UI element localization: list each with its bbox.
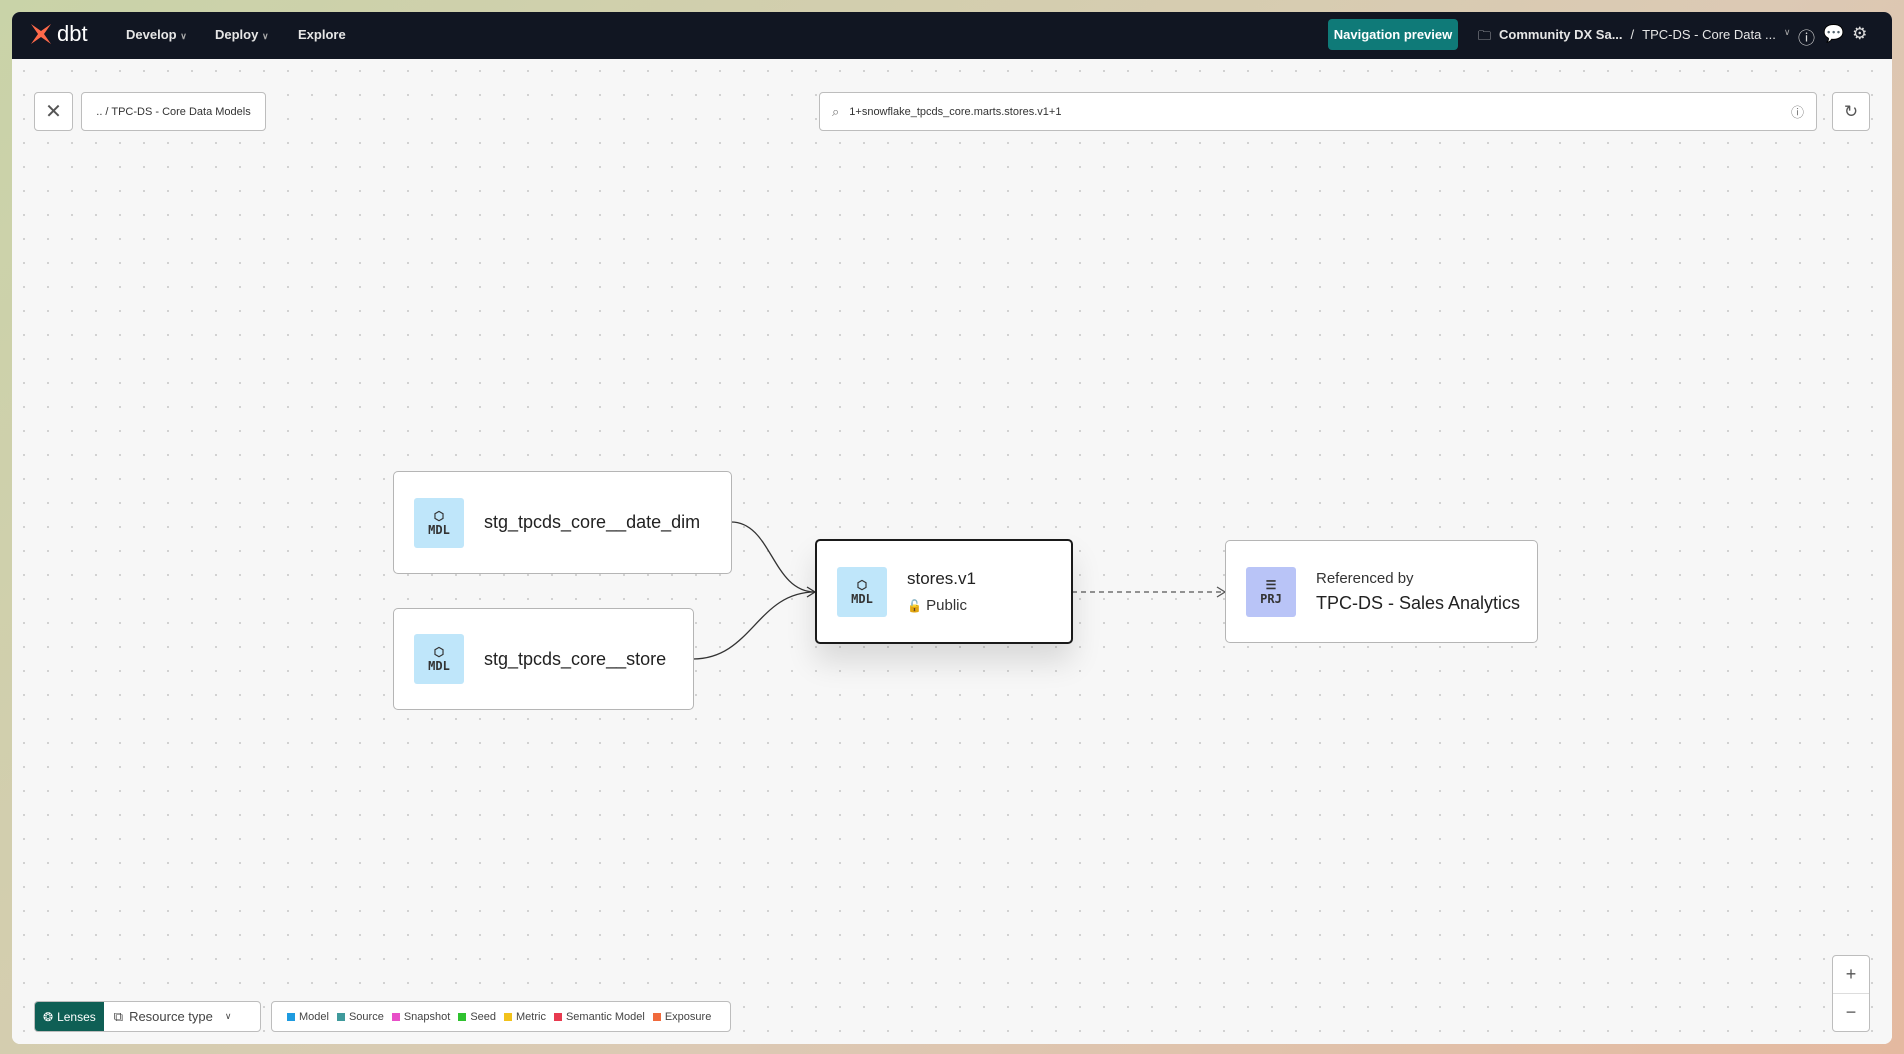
legend-swatch [553,1012,562,1021]
model-badge: ⬡MDL [414,634,464,684]
badge-label: MDL [428,659,450,673]
legend-label: Exposure [664,1010,712,1023]
legend-label: Metric [516,1010,546,1023]
legend-label: Source [348,1010,384,1023]
refresh-button[interactable]: ↻ [1832,92,1870,131]
hierarchy-icon: ⧉ [113,1008,124,1024]
node-stg-date-dim[interactable]: ⬡MDL stg_tpcds_core__date_dim [393,471,732,574]
close-button[interactable]: ✕ [34,92,73,131]
breadcrumb-separator: / [1630,27,1635,42]
node-referenced-project[interactable]: ☰PRJ Referenced by TPC-DS - Sales Analyt… [1225,540,1538,643]
node-name: TPC-DS - Sales Analytics [1316,592,1521,613]
logo-text: dbt [57,21,88,46]
chevron-down-icon: ∨ [261,31,269,41]
cube-icon: ⬡ [433,645,445,659]
stack-icon: ☰ [1265,577,1277,592]
legend-label: Seed [470,1010,497,1023]
folder-icon: 🗀 [1478,28,1492,43]
legend-model: Model [287,1011,329,1023]
legend-swatch [287,1012,295,1021]
badge-label: PRJ [1260,591,1282,606]
chevron-down-icon: ∨ [1783,27,1791,37]
refresh-icon: ↻ [1843,101,1859,121]
zoom-controls: + − [1832,955,1870,1032]
legend-snapshot: Snapshot [391,1010,451,1023]
legend-seed: Seed [458,1011,496,1023]
breadcrumb-button[interactable]: .. / TPC-DS - Core Data Models [81,92,266,131]
badge-label: MDL [851,591,873,606]
dbt-logo[interactable]: dbt [28,21,88,47]
node-name: stg_tpcds_core__date_dim [484,512,701,532]
referenced-by-label: Referenced by [1316,569,1414,587]
lineage-canvas[interactable]: ✕ .. / TPC-DS - Core Data Models ⌕ 1+sno… [12,59,1892,1044]
nav-explore[interactable]: Explore [298,27,346,42]
app-window: dbt Develop ∨ Deploy ∨ Explore Navigatio… [12,12,1892,1044]
legend-swatch [336,1012,345,1021]
info-icon[interactable]: ⓘ [1790,105,1804,120]
cube-icon: ⬡ [856,577,868,592]
legend-metric: Metric [504,1011,546,1023]
legend-label: Semantic Model [565,1010,645,1023]
edge-store-to-stores [692,591,816,660]
chevron-down-icon: ∨ [180,31,187,41]
search-value: 1+snowflake_tpcds_core.marts.stores.v1+1 [849,105,1062,118]
legend-label: Model [299,1010,329,1023]
search-icon: ⌕ [832,103,840,119]
node-stg-store[interactable]: ⬡MDL stg_tpcds_core__store [393,608,694,710]
navigation-preview-button[interactable]: Navigation preview [1328,19,1458,50]
lenses-control: ❂Lenses ⧉ Resource type ∨ [34,1001,261,1032]
lenses-label: Lenses [57,1009,96,1024]
selector-search-input[interactable]: ⌕ 1+snowflake_tpcds_core.marts.stores.v1… [819,92,1817,131]
legend-swatch [458,1012,467,1021]
close-icon: ✕ [45,101,62,123]
node-name: stg_tpcds_core__store [484,648,667,669]
gear-icon[interactable]: ⚙ [1852,24,1868,43]
legend-swatch [504,1012,513,1021]
project-name[interactable]: TPC-DS - Core Data ... [1642,27,1776,42]
chevron-down-icon: ∨ [224,1011,232,1021]
feedback-icon[interactable]: 💬 [1823,24,1845,43]
zoom-in-button[interactable]: + [1833,956,1869,994]
zoom-out-button[interactable]: − [1845,1002,1857,1022]
legend-label: Snapshot [403,1010,451,1023]
legend-semantic-model: Semantic Model [553,1010,645,1023]
node-stores-v1[interactable]: ⬡MDL stores.v1 🔓 Public [815,539,1073,644]
project-breadcrumb[interactable]: 🗀 Community DX Sa... / TPC-DS - Core Dat… [1478,27,1790,49]
resource-legend: Model Source Snapshot Seed Metric Semant… [271,1001,731,1032]
nav-deploy[interactable]: Deploy ∨ [215,27,269,42]
legend-source: Source [336,1010,384,1023]
dbt-logo-icon [31,24,51,44]
resource-type-dropdown[interactable]: ⧉ Resource type ∨ [104,1002,242,1031]
nav-develop[interactable]: Develop ∨ [126,27,187,42]
legend-swatch [391,1012,400,1021]
resource-type-label: Resource type [129,1009,213,1024]
legend-exposure: Exposure [652,1010,712,1023]
cube-icon: ⬡ [433,508,445,523]
model-badge: ⬡MDL [414,497,464,548]
edge-date-dim-to-stores [730,521,816,593]
legend-swatch [652,1012,661,1021]
lenses-button[interactable]: ❂Lenses [35,1002,104,1031]
top-navigation-bar: dbt Develop ∨ Deploy ∨ Explore Navigatio… [12,12,1892,59]
help-icon[interactable]: ⓘ [1798,29,1815,48]
nav-label: Deploy [215,27,259,42]
unlock-icon: 🔓 [907,599,922,613]
nav-label: Develop [126,27,177,42]
node-name: stores.v1 [907,569,976,588]
project-badge: ☰PRJ [1246,566,1296,617]
account-name[interactable]: Community DX Sa... [1499,27,1623,42]
access-label: Public [926,597,967,614]
badge-label: MDL [428,522,450,537]
lens-icon: ❂ [43,1009,54,1024]
model-badge: ⬡MDL [837,566,887,617]
